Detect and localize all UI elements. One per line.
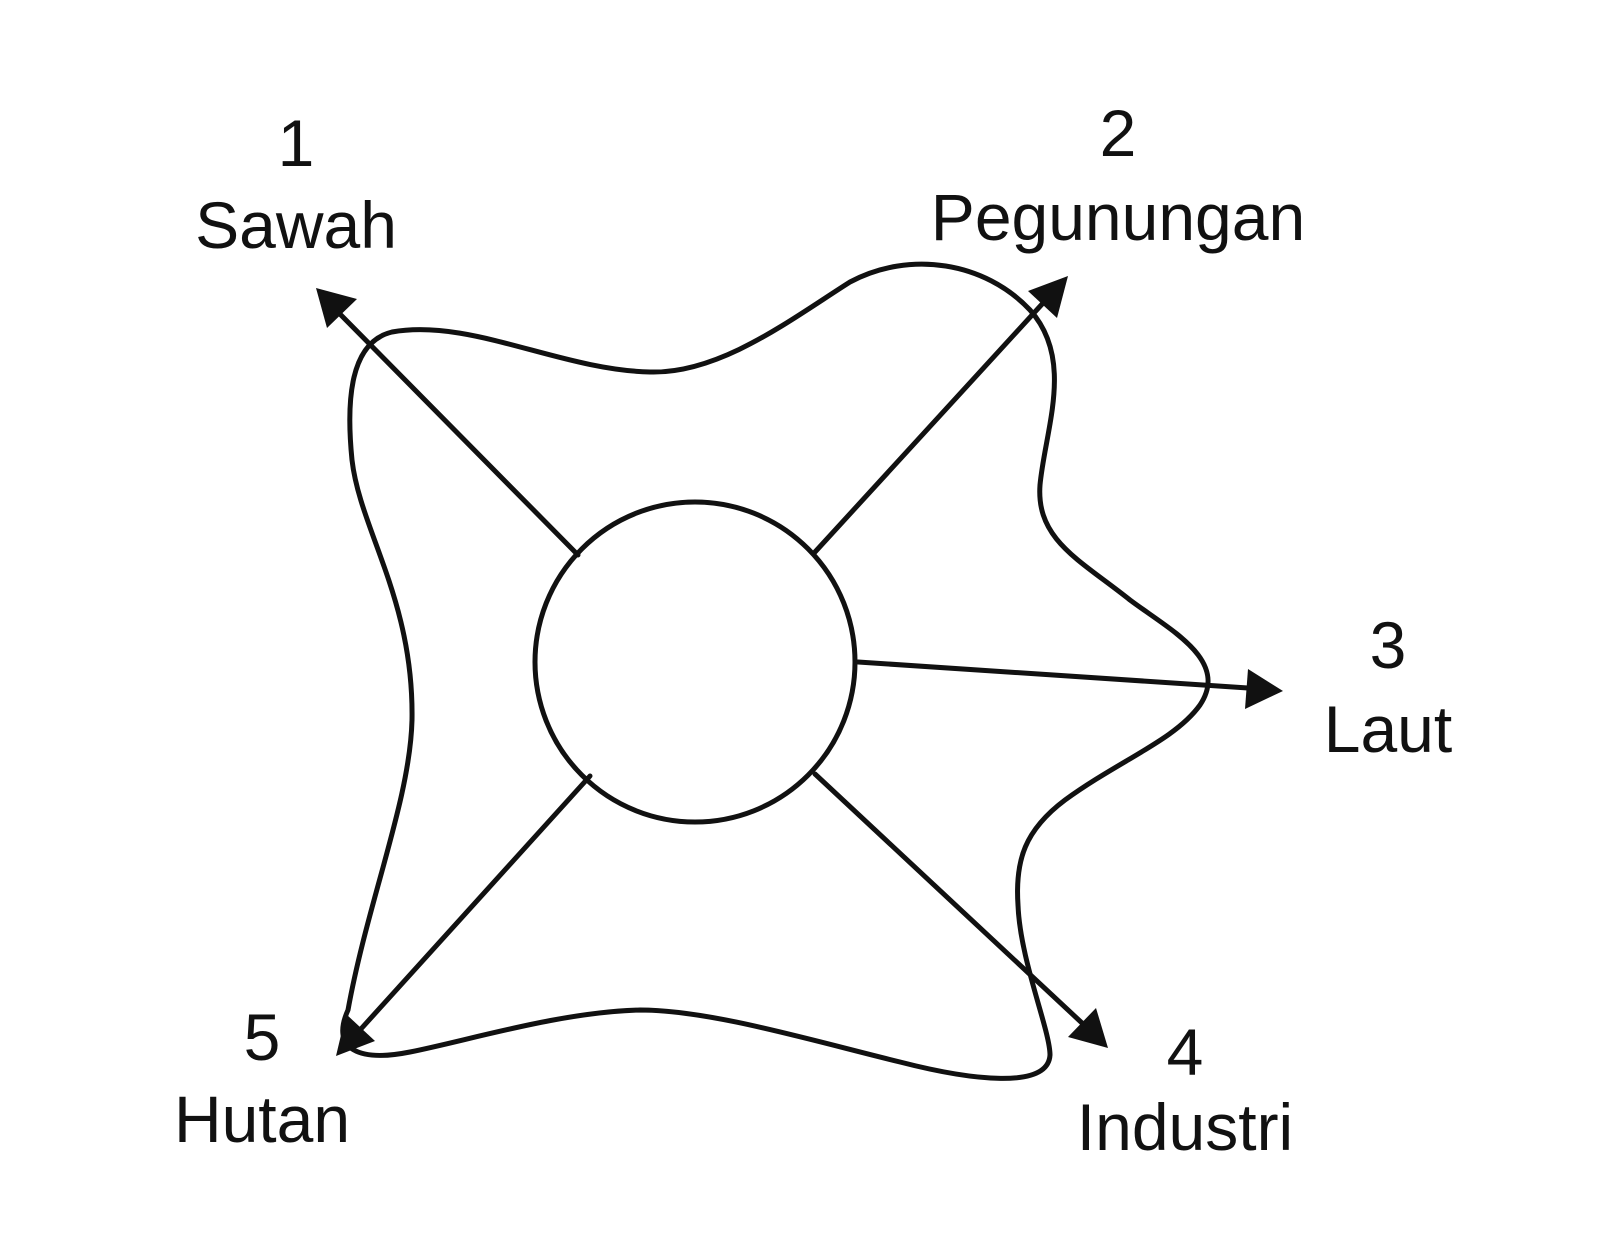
node-number: 4 <box>1167 1015 1204 1089</box>
node-hutan: 5 Hutan <box>174 1000 350 1156</box>
node-label: Hutan <box>174 1082 350 1156</box>
arrow-to-pegunungan <box>812 276 1068 555</box>
arrow-to-hutan <box>336 773 593 1056</box>
node-number: 3 <box>1370 608 1407 682</box>
node-number: 5 <box>244 1000 281 1074</box>
arrow-to-industri <box>812 771 1108 1048</box>
node-pegunungan: 2 Pegunungan <box>931 96 1305 254</box>
node-label: Pegunungan <box>931 180 1305 254</box>
node-label: Laut <box>1324 692 1452 766</box>
node-industri: 4 Industri <box>1077 1015 1293 1164</box>
node-sawah: 1 Sawah <box>195 106 397 262</box>
node-label: Sawah <box>195 188 397 262</box>
node-number: 1 <box>278 106 315 180</box>
arrow-to-sawah <box>316 288 581 558</box>
outer-region-boundary <box>340 261 1211 1081</box>
node-label: Industri <box>1077 1090 1293 1164</box>
node-number: 2 <box>1100 96 1137 170</box>
node-laut: 3 Laut <box>1324 608 1452 766</box>
central-city-circle <box>532 499 858 825</box>
arrow-to-laut <box>855 659 1283 709</box>
